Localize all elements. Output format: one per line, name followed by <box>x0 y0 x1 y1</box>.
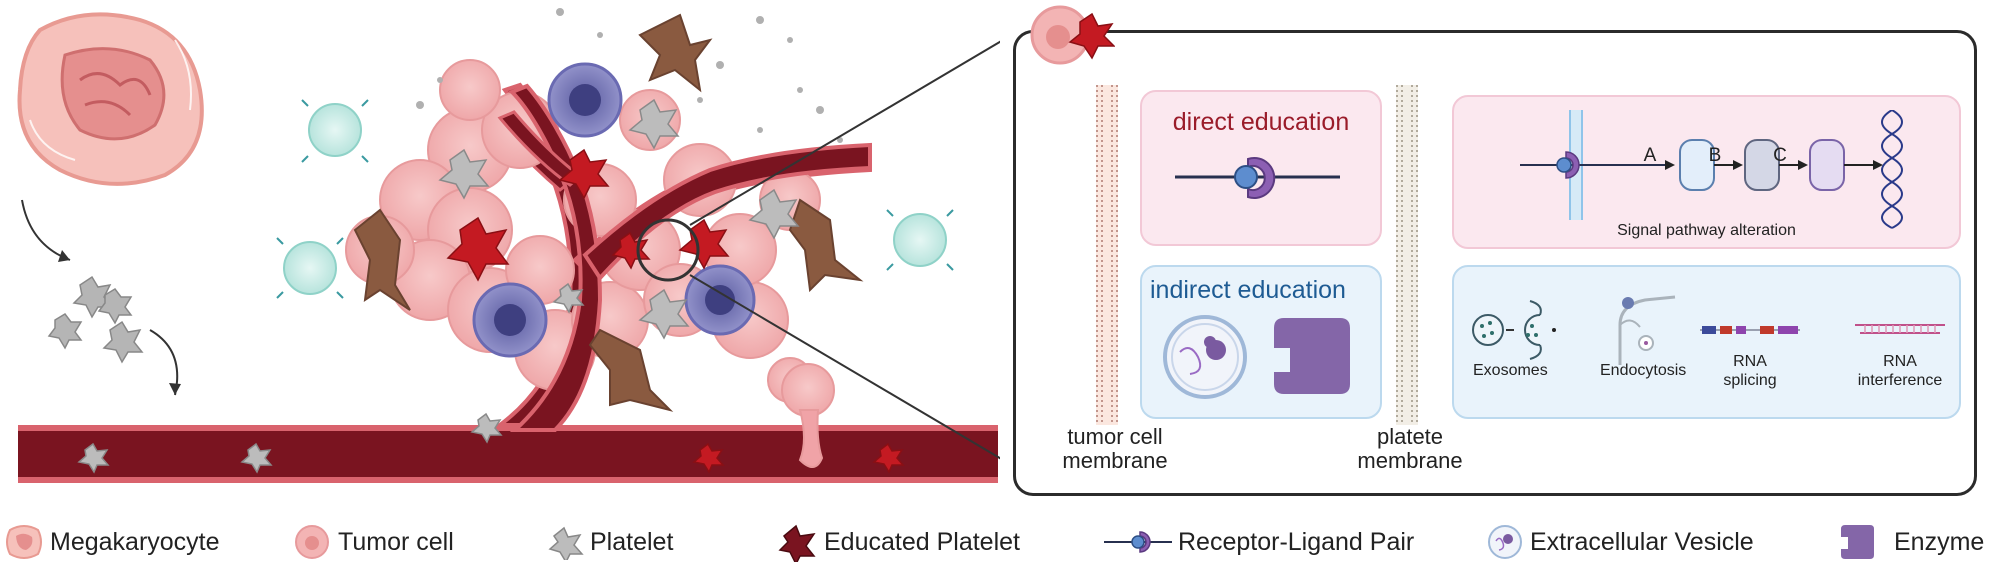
educated-platelet-icon <box>778 524 816 562</box>
rna-interference-icon <box>1855 324 1945 334</box>
direct-education-title: direct education <box>1172 108 1350 136</box>
legend-platelet-label: Platelet <box>590 527 674 556</box>
legend-platelet: Platelet <box>548 522 673 562</box>
platelet-membrane <box>1396 85 1418 425</box>
rna-splicing-label: RNA splicing <box>1715 352 1785 390</box>
platelet-icon <box>548 526 584 560</box>
node-c-label: C <box>1773 145 1787 166</box>
legend-receptor-ligand: Receptor-Ligand Pair <box>1104 522 1414 562</box>
rna-splicing-icon <box>1700 326 1800 334</box>
legend-megakaryocyte-label: Megakaryocyte <box>50 527 220 556</box>
signal-pathway-box <box>1452 95 1961 249</box>
enzyme-legend-icon <box>1841 525 1874 559</box>
mechanisms-icons <box>1472 295 1945 365</box>
rna-interference-line1: RNA <box>1883 353 1917 370</box>
intravasating-tumor-cell <box>781 363 835 468</box>
tumor-membrane-label-line2: membrane <box>1062 448 1168 473</box>
exosome-icon <box>1472 300 1556 360</box>
receptor-ligand-icon <box>1104 531 1172 553</box>
dna-helix-icon <box>1881 110 1903 229</box>
node-b-label: B <box>1708 145 1722 166</box>
endocytosis-label: Endocytosis <box>1600 362 1687 379</box>
platelets <box>77 98 800 474</box>
signal-pathway-label: Signal pathway alteration <box>1617 222 1796 239</box>
exosomes-label: Exosomes <box>1473 362 1548 379</box>
legend-tumor-cell-label: Tumor cell <box>338 527 454 556</box>
megakaryocyte-icon <box>6 525 42 559</box>
tumor-microenvironment-scene <box>17 8 1000 483</box>
node-a-label: A <box>1643 145 1657 166</box>
legend-educated-platelet: Educated Platelet <box>778 522 1020 562</box>
platelet-membrane-label-line1: platete <box>1376 424 1444 449</box>
node-c-shape <box>1809 139 1845 191</box>
tumor-membrane-label: tumor cell membrane <box>1060 425 1170 473</box>
platelet-membrane-label-line2: membrane <box>1357 448 1463 473</box>
fibroblasts <box>353 13 864 412</box>
extracellular-vesicle-icon <box>1163 315 1247 399</box>
signal-pathway-diagram <box>1520 110 1903 229</box>
legend-extracellular-vesicle: Extracellular Vesicle <box>1486 522 1754 562</box>
blood-vessel <box>18 425 998 483</box>
legend-extracellular-vesicle-label: Extracellular Vesicle <box>1530 527 1754 556</box>
legend-educated-platelet-label: Educated Platelet <box>824 527 1020 556</box>
lymphocytes <box>276 99 954 299</box>
extracellular-vesicle-legend-icon <box>1488 525 1522 559</box>
enzyme-icon <box>1274 318 1350 394</box>
legend-megakaryocyte: Megakaryocyte <box>4 522 220 562</box>
receptor-ligand-pair-icon <box>1175 157 1340 199</box>
legend-tumor-cell: Tumor cell <box>292 522 454 562</box>
tumor-membrane-label-line1: tumor cell <box>1067 424 1163 449</box>
tumor-platelet-contact-icon <box>1030 5 1115 65</box>
rna-interference-line2: interference <box>1857 372 1943 389</box>
mechanisms-box <box>1452 265 1961 419</box>
legend-receptor-ligand-label: Receptor-Ligand Pair <box>1178 527 1415 556</box>
tumor-cell-membrane <box>1096 85 1118 425</box>
rna-splicing-line1: RNA <box>1733 353 1767 370</box>
endocytosis-icon <box>1618 295 1676 365</box>
platelet-cluster <box>47 275 144 364</box>
platelet-membrane-label: platete membrane <box>1355 425 1465 473</box>
vesicle-dots <box>416 8 843 143</box>
megakaryocyte-cell <box>17 12 204 186</box>
rna-interference-label: RNA interference <box>1850 352 1950 390</box>
zoom-circle <box>636 218 700 282</box>
tumor-cell-icon <box>295 525 329 559</box>
rna-splicing-line2: splicing <box>1723 372 1777 389</box>
legend-enzyme: Enzyme <box>1838 522 1984 562</box>
indirect-education-title: indirect education <box>1150 276 1346 304</box>
legend-enzyme-label: Enzyme <box>1894 527 1985 556</box>
